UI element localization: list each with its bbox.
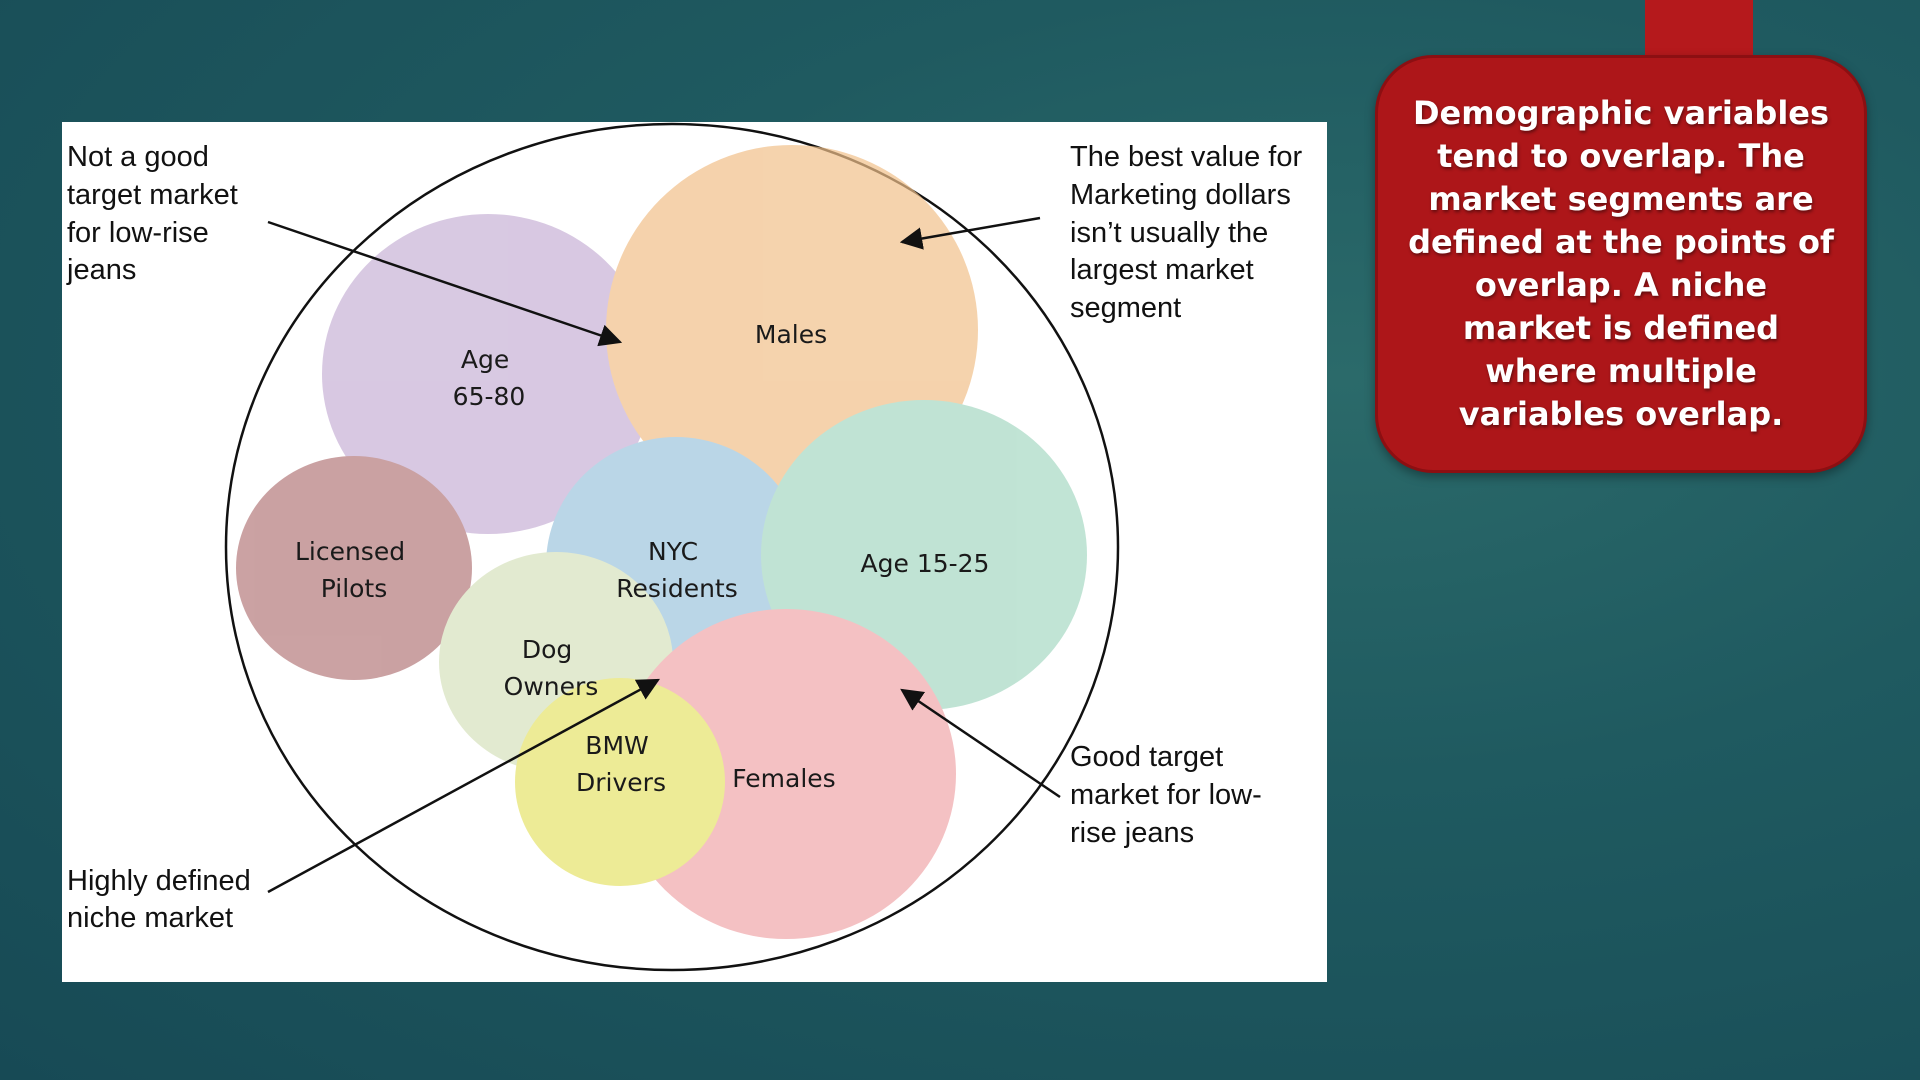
label-males: Males xyxy=(755,320,827,349)
callout-tab-accent xyxy=(1645,0,1753,62)
annotation-not-good-target: Not a good target market for low-rise je… xyxy=(66,141,246,286)
label-bmw-drivers: BMW Drivers xyxy=(576,731,666,797)
venn-diagram-panel: Age 65-80 Males Licensed Pilots NYC Resi… xyxy=(62,122,1327,982)
circle-licensed-pilots xyxy=(236,456,472,680)
label-age-15-25: Age 15-25 xyxy=(861,549,990,578)
market-boundary-circle xyxy=(224,122,1120,972)
label-nyc-residents: NYC Residents xyxy=(616,537,738,603)
arrow-good-target xyxy=(900,688,1061,799)
venn-diagram: Age 65-80 Males Licensed Pilots NYC Resi… xyxy=(66,122,1310,972)
label-females: Females xyxy=(732,764,835,793)
label-dog-owners: Dog Owners xyxy=(504,635,599,701)
circle-age-65-80 xyxy=(322,214,654,534)
label-licensed-pilots: Licensed Pilots xyxy=(295,537,413,603)
annotation-good-target: Good target market for low- rise jeans xyxy=(1070,741,1270,849)
annotation-best-value: The best value for Marketing dollars isn… xyxy=(1070,141,1310,324)
label-age-65-80: Age 65-80 xyxy=(453,345,526,411)
annotation-niche-market: Highly defined niche market xyxy=(67,865,259,934)
arrow-niche-market xyxy=(267,678,660,894)
arrow-best-value xyxy=(899,216,1041,250)
arrow-not-good-target xyxy=(267,220,623,347)
circle-females xyxy=(616,609,956,939)
callout-box: Demographic variables tend to overlap. T… xyxy=(1375,55,1867,473)
callout-text: Demographic variables tend to overlap. T… xyxy=(1408,94,1834,433)
